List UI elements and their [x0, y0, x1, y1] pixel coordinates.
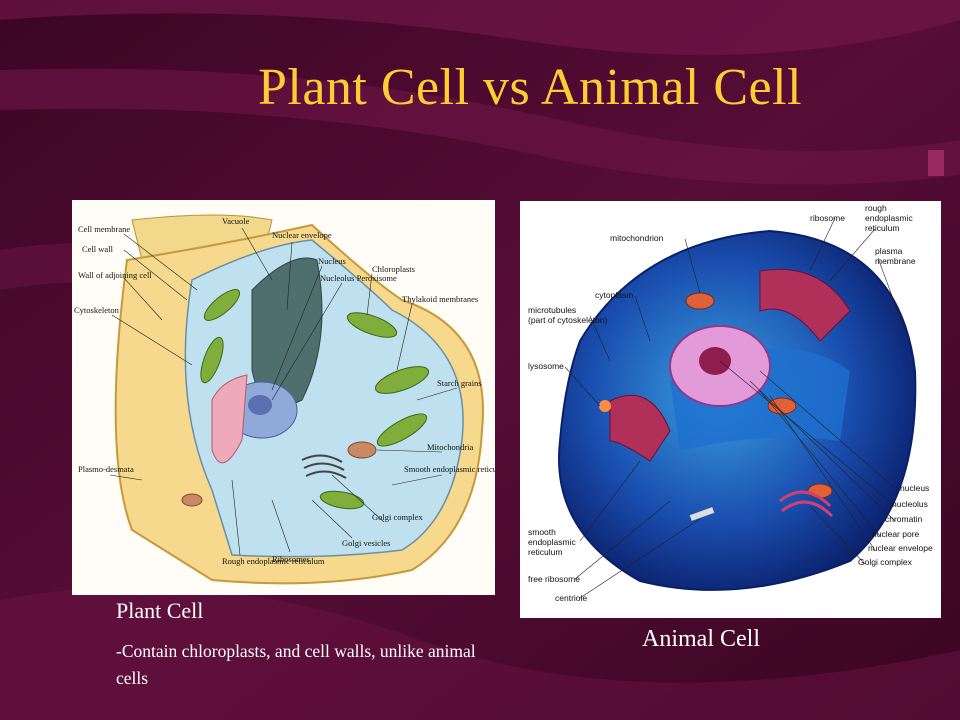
mitochondrion [181, 493, 203, 507]
label-chloroplasts: Chloroplasts [372, 264, 415, 274]
label-golgi-vesicles: Golgi vesicles [342, 538, 390, 548]
slide-title: Plant Cell vs Animal Cell [257, 59, 803, 116]
label-ribosomes: Ribosomes [272, 554, 310, 564]
label-centriole: centriole [555, 593, 587, 603]
mitochondrion [685, 292, 715, 310]
label-starch: Starch grains [437, 378, 482, 388]
label-plasmodesmata: Plasmo-desmata [78, 464, 134, 474]
label-chromatin: chromatin [885, 514, 923, 524]
label-nuclear-pore: nuclear pore [872, 529, 920, 539]
label-golgi-complex: Golgi complex [372, 512, 424, 522]
label-free-ribosome: free ribosome [528, 574, 580, 584]
label-nucleolus-peroxisome: Nucleolus Peroxisome [320, 273, 397, 283]
animal-cell-diagram: ribosome rough endoplasmic reticulum mit… [520, 201, 941, 618]
label-rough-er: Rough endoplasmic reticulum [222, 556, 325, 566]
label-cell-wall: Cell wall [82, 244, 114, 254]
label-smooth-er: Smooth endoplasmic reticulum [404, 464, 495, 474]
label-nucleus: Nucleus [318, 256, 346, 266]
lysosome [599, 400, 611, 412]
plant-caption-title: Plant Cell [116, 598, 204, 623]
label-nucleolus: nucleolus [892, 499, 928, 509]
label-cytoskeleton: Cytoskeleton [74, 305, 120, 315]
label-vacuole: Vacuole [222, 216, 250, 226]
label-thylakoid: Thylakoid membranes [402, 294, 478, 304]
golgi-complex [301, 454, 347, 479]
background-swoosh [0, 68, 960, 185]
label-mitochondria: Mitochondria [427, 442, 473, 452]
label-cell-membrane: Cell membrane [78, 224, 130, 234]
label-mitochondrion: mitochondrion [610, 233, 664, 243]
background-accent [928, 150, 944, 176]
centriole [689, 507, 715, 521]
label-plasma-membrane: plasma membrane [875, 246, 916, 266]
label-golgi-complex: Golgi complex [858, 557, 913, 567]
chloroplast-group [200, 289, 430, 510]
label-microtubules: microtubules (part of cytoskeleton) [528, 305, 608, 325]
background-swoosh [0, 586, 960, 720]
plant-caption-description: -Contain chloroplasts, and cell walls, u… [116, 641, 476, 688]
label-ribosome: ribosome [810, 213, 845, 223]
golgi-complex [779, 490, 834, 518]
background-swoosh [0, 0, 960, 56]
label-nuclear-envelope: nuclear envelope [868, 543, 933, 553]
nucleolus [699, 347, 731, 375]
rough-er [609, 268, 851, 462]
label-cytoplasm: cytoplasm [595, 290, 633, 300]
label-rough-er: rough endoplasmic reticulum [865, 203, 915, 233]
label-lysosome: lysosome [528, 361, 564, 371]
nucleolus [248, 395, 272, 415]
mitochondrion [347, 441, 377, 459]
plant-cell-diagram: Cell membrane Cell wall Wall of adjoinin… [72, 200, 495, 595]
label-wall-adjoining: Wall of adjoining cell [78, 270, 152, 280]
rough-er [211, 374, 248, 464]
animal-caption: Animal Cell [642, 626, 760, 652]
label-smooth-er: smooth endoplasmic reticulum [528, 527, 578, 557]
mitochondrion [807, 483, 833, 499]
label-nuclear-envelope: Nuclear envelope [272, 230, 332, 240]
label-nucleus: nucleus [900, 483, 929, 493]
